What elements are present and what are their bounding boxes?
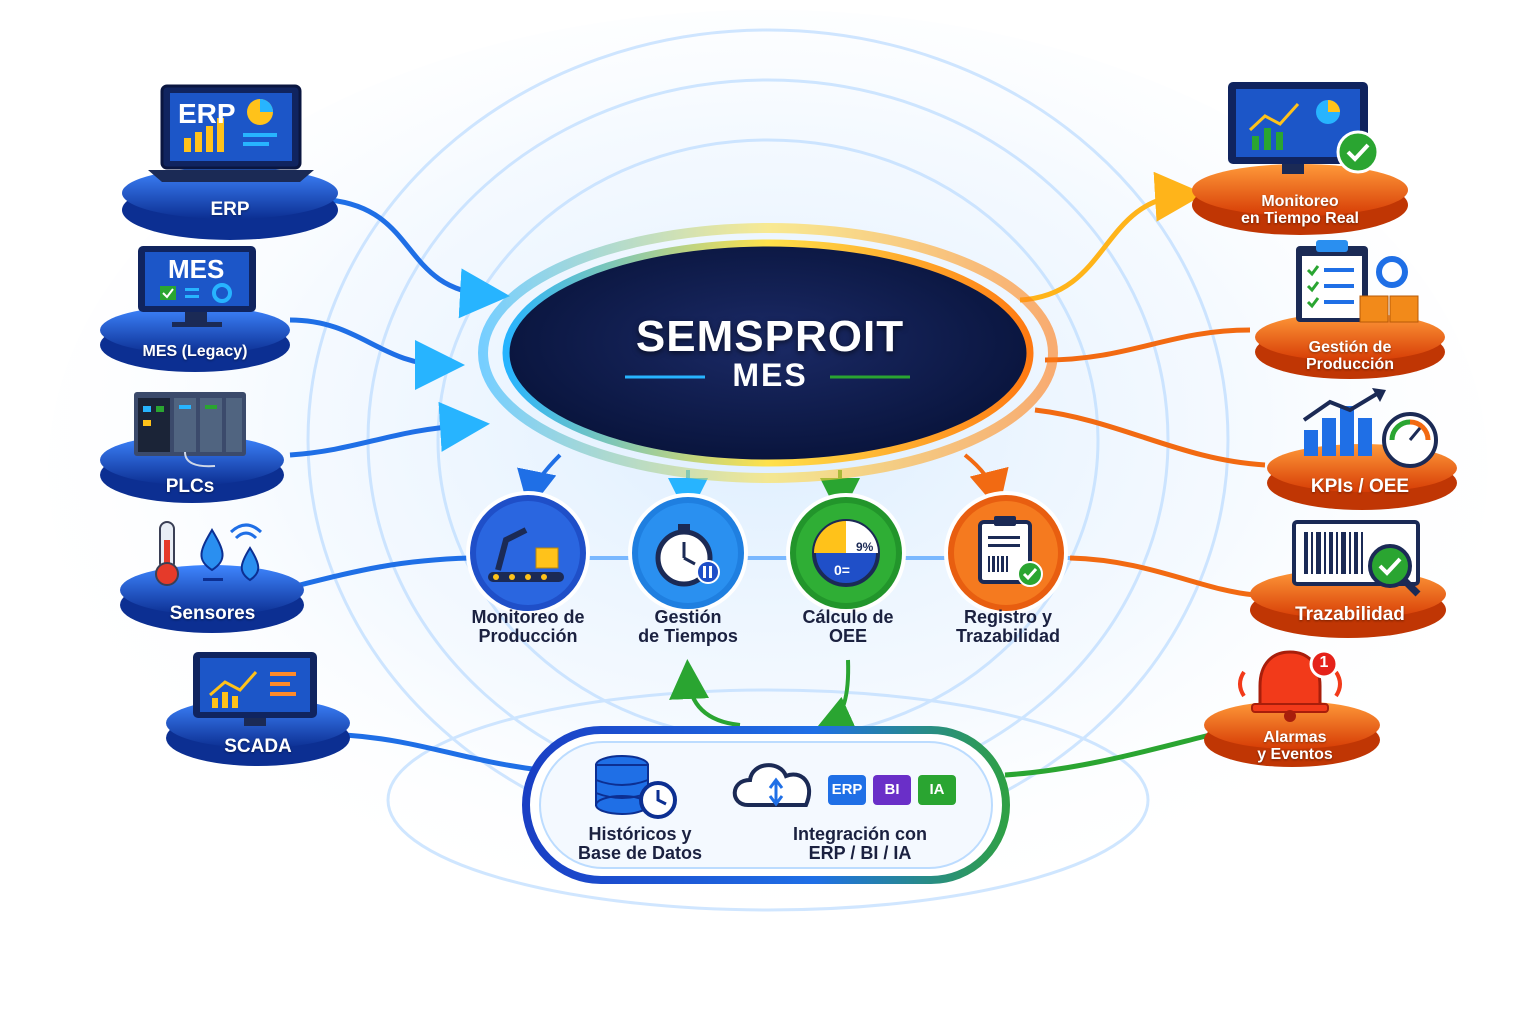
output-connectors: [1004, 171, 1266, 778]
loop-arrow-down: [813, 659, 859, 734]
label-scada: SCADA: [224, 736, 292, 757]
database-icon: [595, 755, 677, 819]
label-mes-legacy: MES (Legacy): [142, 343, 248, 360]
connector-alarmas: [1004, 732, 1211, 778]
platform-kpis-oee: [1267, 388, 1457, 510]
monitor-check-icon: [1228, 82, 1380, 174]
clipboard-gear-icon: [1296, 240, 1419, 323]
barcode-magnifier-icon: [1292, 520, 1421, 597]
module-calculo-oee-circle: [786, 493, 906, 613]
label-kpis-oee: KPIs / OEE: [1310, 476, 1410, 497]
robot-arm-icon: [488, 527, 564, 582]
stopwatch-icon: [655, 524, 720, 587]
badge-erp: ERP: [828, 775, 866, 805]
platform-mes-legacy: [100, 246, 290, 372]
platform-sensores: [120, 521, 304, 633]
module-label-monitoreo-produccion: Monitoreo de Producción: [471, 607, 585, 646]
oee-chart-text-1: 9%: [856, 540, 874, 554]
label-sensores: Sensores: [169, 603, 256, 624]
badge-ia: IA: [918, 775, 956, 805]
oee-chart-text-2: 0=: [834, 562, 850, 578]
kpi-chart-gauge-icon: [1302, 388, 1438, 468]
thermometer-icon: [155, 521, 179, 586]
label-historicos: Históricos y Base de Datos: [577, 824, 703, 863]
label-alarmas-eventos: Alarmas y Eventos: [1257, 729, 1333, 763]
laptop-icon: [148, 84, 314, 182]
erp-screen-text: ERP: [178, 98, 236, 129]
alarm-badge-count: 1: [1319, 654, 1329, 671]
badge-bi: BI: [873, 775, 911, 805]
water-drop-icon: [200, 528, 260, 582]
label-trazabilidad: Trazabilidad: [1295, 604, 1405, 625]
hub-subtitle: MES: [732, 357, 808, 393]
module-monitoreo-produccion-circle: [466, 491, 590, 615]
connector-mes-legacy: [289, 317, 465, 390]
connector-sensores: [299, 555, 471, 588]
hub-title: SEMSPROIT: [635, 312, 905, 361]
monitor-icon: [138, 246, 256, 327]
plc-rack-icon: [134, 392, 246, 468]
platform-gestion-produccion: [1255, 240, 1445, 379]
bell-icon: [1238, 650, 1342, 722]
cloud-sync-icon: [732, 763, 812, 807]
monitor-chart-icon: [193, 652, 317, 726]
platform-monitoreo-tiempo-real: [1192, 82, 1408, 235]
connector-monitoreo-tiempo-real: [1019, 171, 1205, 303]
module-registro-trazabilidad-circle: [944, 491, 1068, 615]
platform-alarmas-eventos: [1204, 649, 1380, 767]
mes-screen-text: MES: [168, 254, 225, 284]
central-hub: [478, 223, 1058, 483]
bottom-panel: [522, 726, 1010, 884]
platform-scada: [166, 652, 350, 766]
connector-kpis-oee: [1034, 407, 1266, 468]
connector-erp: [329, 197, 510, 319]
module-gestion-tiempos-circle: [628, 493, 748, 613]
label-plcs: PLCs: [165, 476, 215, 497]
alarm-count-badge: [1309, 649, 1339, 679]
loop-arrow-up: [669, 659, 741, 727]
label-integracion: Integración con ERP / BI / IA: [792, 824, 927, 863]
clipboard-barcode-icon: [978, 516, 1043, 587]
connector-trazabilidad: [1069, 555, 1256, 598]
module-label-registro-trazabilidad: Registro y Trazabilidad: [955, 607, 1061, 646]
input-connectors: [289, 197, 541, 773]
background-glow: [48, 10, 1488, 930]
module-label-calculo-oee: Cálculo de OEE: [802, 607, 894, 646]
pie-chart-icon: [812, 519, 880, 587]
platform-erp: [122, 84, 338, 240]
wireless-icon: [229, 523, 263, 540]
module-label-gestion-tiempos: Gestión de Tiempos: [638, 607, 738, 646]
label-gestion-produccion: Gestión de Producción: [1305, 339, 1394, 373]
connector-scada: [344, 732, 541, 773]
platform-trazabilidad: [1250, 520, 1446, 638]
label-erp: ERP: [210, 199, 250, 220]
platform-plcs: [100, 392, 284, 503]
label-monitoreo-tiempo-real: Monitoreo en Tiempo Real: [1241, 193, 1359, 227]
connector-plcs: [289, 401, 490, 458]
connector-gestion-produccion: [1044, 327, 1251, 363]
